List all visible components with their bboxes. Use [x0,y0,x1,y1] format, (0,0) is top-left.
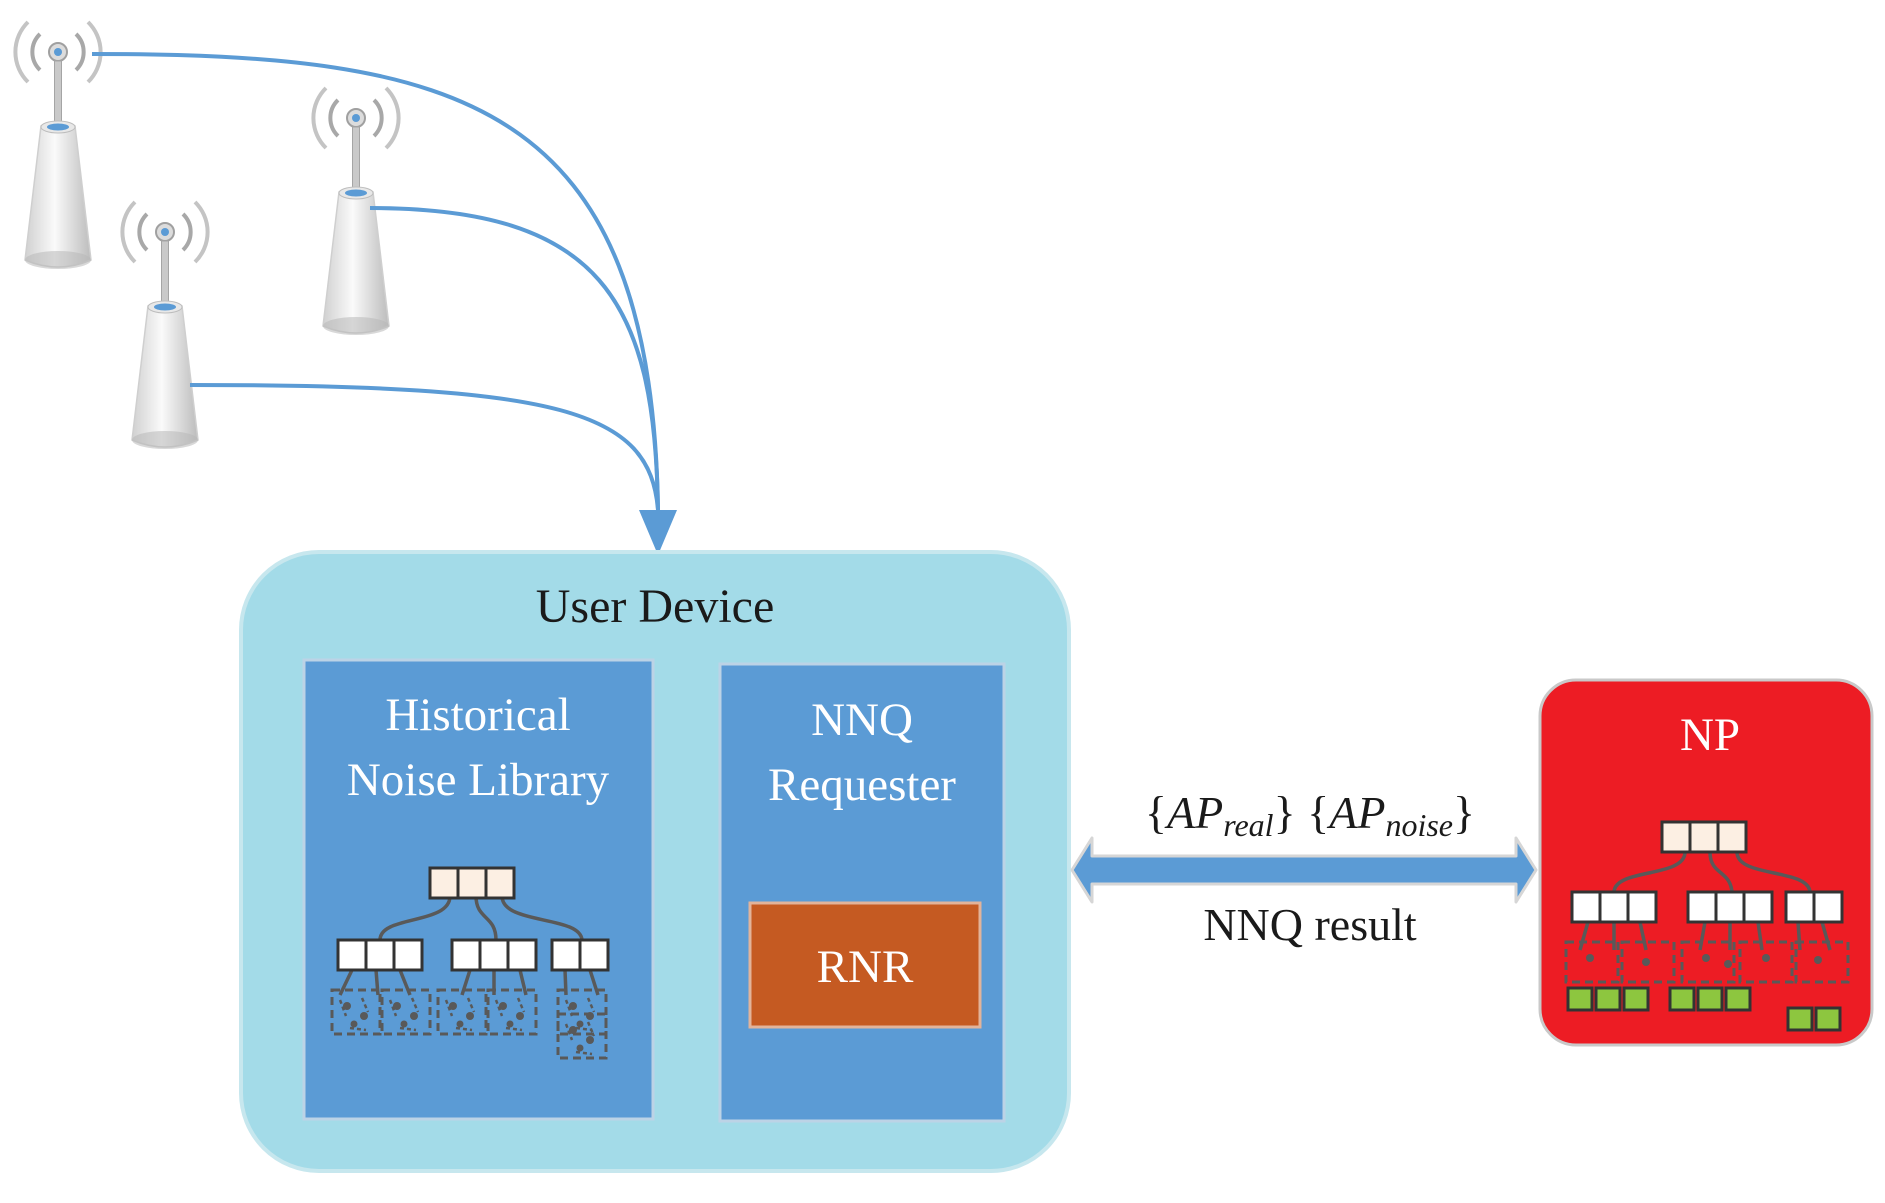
antenna-icon [120,200,210,451]
np-title: NP [1680,709,1740,761]
rnr-label: RNR [817,941,914,993]
antenna-icon [13,20,103,271]
library-title-line2: Noise Library [347,754,610,806]
signal-links [91,52,660,511]
requester-title-line1: NNQ [811,694,913,746]
tree-index-icon [330,866,610,1060]
rnr-box [748,901,982,1029]
antenna-icon [311,86,401,337]
ap-sets-label: {APreal} {APnoise} [1145,787,1475,843]
tree-index-icon [1564,820,1850,1032]
ap-noise-sub: noise [1385,807,1453,843]
ap-real-sub: real [1223,807,1273,843]
ap-real-base: AP [1164,787,1223,838]
signal-arrowhead [639,510,677,555]
nnq-result-label: NNQ result [1203,899,1417,950]
user-device-title: User Device [536,580,775,633]
exchange-arrow [1070,836,1538,904]
requester-title-line2: Requester [768,759,956,811]
ap-noise-base: AP [1326,787,1385,838]
library-title-line1: Historical [385,689,570,741]
nnq-requester-panel [718,662,1006,1123]
historical-noise-library-panel [302,658,655,1121]
